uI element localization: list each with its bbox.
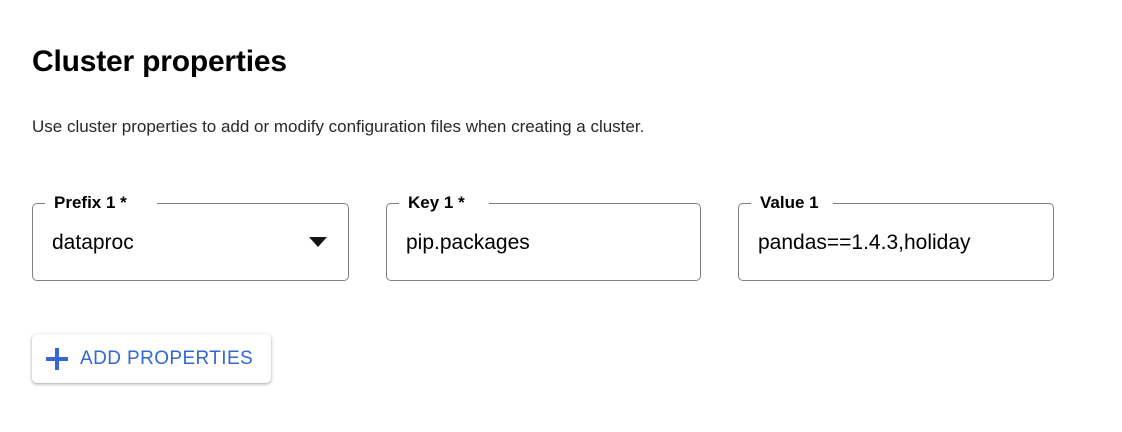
key-1-input[interactable]: Key 1 * pip.packages — [386, 193, 701, 281]
chevron-down-icon[interactable] — [309, 237, 327, 247]
value-1-label: Value 1 — [760, 193, 819, 212]
page-description: Use cluster properties to add or modify … — [32, 117, 645, 136]
add-properties-label: ADD PROPERTIES — [80, 347, 254, 369]
value-1-value-wrap: pandas==1.4.3,holiday — [739, 225, 1053, 261]
prefix-1-value: dataproc — [52, 231, 134, 254]
key-1-value: pip.packages — [406, 231, 530, 254]
prefix-1-value-wrap: dataproc — [33, 225, 348, 261]
key-1-value-wrap: pip.packages — [387, 225, 700, 261]
value-1-input[interactable]: Value 1 pandas==1.4.3,holiday — [738, 193, 1054, 281]
key-1-label: Key 1 * — [408, 193, 465, 212]
field-label-notch — [45, 202, 157, 205]
cluster-properties-row: Prefix 1 * dataproc Key 1 * pip.packages… — [0, 193, 1122, 283]
plus-icon — [46, 347, 68, 370]
page-title: Cluster properties — [32, 45, 287, 79]
prefix-1-label: Prefix 1 * — [54, 193, 127, 212]
value-1-value: pandas==1.4.3,holiday — [758, 231, 971, 254]
field-label-notch — [399, 202, 489, 205]
prefix-1-select[interactable]: Prefix 1 * dataproc — [32, 193, 349, 281]
field-label-notch — [751, 202, 833, 205]
add-properties-button[interactable]: ADD PROPERTIES — [32, 334, 272, 383]
